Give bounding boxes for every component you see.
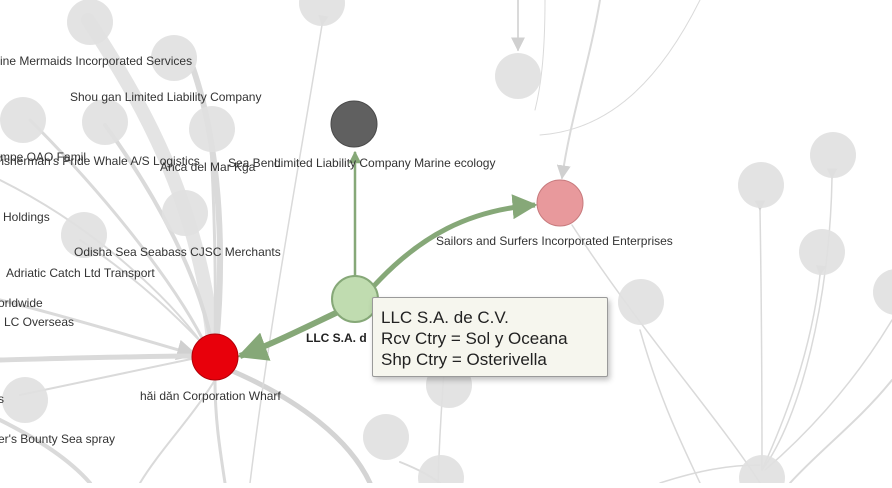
node-label: Odisha Sea Seabass CJSC Merchants [74,245,281,259]
tooltip-receive-country: Rcv Ctry = Sol y Oceana [381,329,568,348]
tooltip-title: LLC S.A. de C.V. [381,308,509,327]
node-label: Holdings [3,210,50,224]
node-label: Fisherman's Pride Whale A/S Logistics [0,154,200,168]
node-label: s [0,392,4,406]
node-label: ine Mermaids Incorporated Services [0,54,192,68]
graph-node [363,414,409,460]
background-labels: ine Mermaids Incorporated Services Shou … [0,54,281,446]
graph-node [738,162,784,208]
label-marine-ecology: Limited Liability Company Marine ecology [274,156,495,170]
graph-node [162,190,208,236]
node-label: Sea Bend [228,156,281,170]
graph-node [739,455,785,488]
node-label: LC Overseas [4,315,74,329]
node-sailors-surfers[interactable] [536,179,584,227]
graph-node [2,377,48,423]
graph-node [495,53,541,99]
node-label: mpe OAO Famil [0,150,86,164]
graph-node [299,0,345,26]
node-tooltip: LLC S.A. de C.V. Rcv Ctry = Sol y Oceana… [372,297,608,377]
highlighted-nodes [191,100,584,381]
node-hai-dan-wharf[interactable] [191,333,239,381]
highlighted-edges [237,150,538,361]
tooltip-ship-country: Shp Ctry = Osterivella [381,350,547,369]
node-label: orldwide [0,296,43,310]
graph-node [61,212,107,258]
edge-origin-to-hai-dan [237,309,340,361]
graph-node [0,97,46,143]
graph-node [82,99,128,145]
label-llc-sa-de-cv: LLC S.A. d [306,331,367,345]
node-label: Anca del Mar Kga [160,160,256,174]
node-label: Adriatic Catch Ltd Transport [6,266,155,280]
graph-node [799,229,845,275]
graph-node [873,269,892,315]
graph-node [810,132,856,178]
label-hai-dan-wharf: hǎi dǎn Corporation Wharf [140,389,281,403]
graph-node [189,106,235,152]
node-label: er's Bounty Sea spray [0,432,115,446]
graph-node [67,0,113,45]
label-sailors-surfers: Sailors and Surfers Incorporated Enterpr… [436,234,673,248]
highlighted-labels: Limited Liability Company Marine ecology… [140,156,673,403]
node-label: Shou gan Limited Liability Company [70,90,261,104]
graph-node [618,279,664,325]
node-marine-ecology[interactable] [330,100,378,148]
graph-node [418,455,464,488]
edge-origin-to-sailors [370,194,538,290]
graph-node [151,35,197,81]
